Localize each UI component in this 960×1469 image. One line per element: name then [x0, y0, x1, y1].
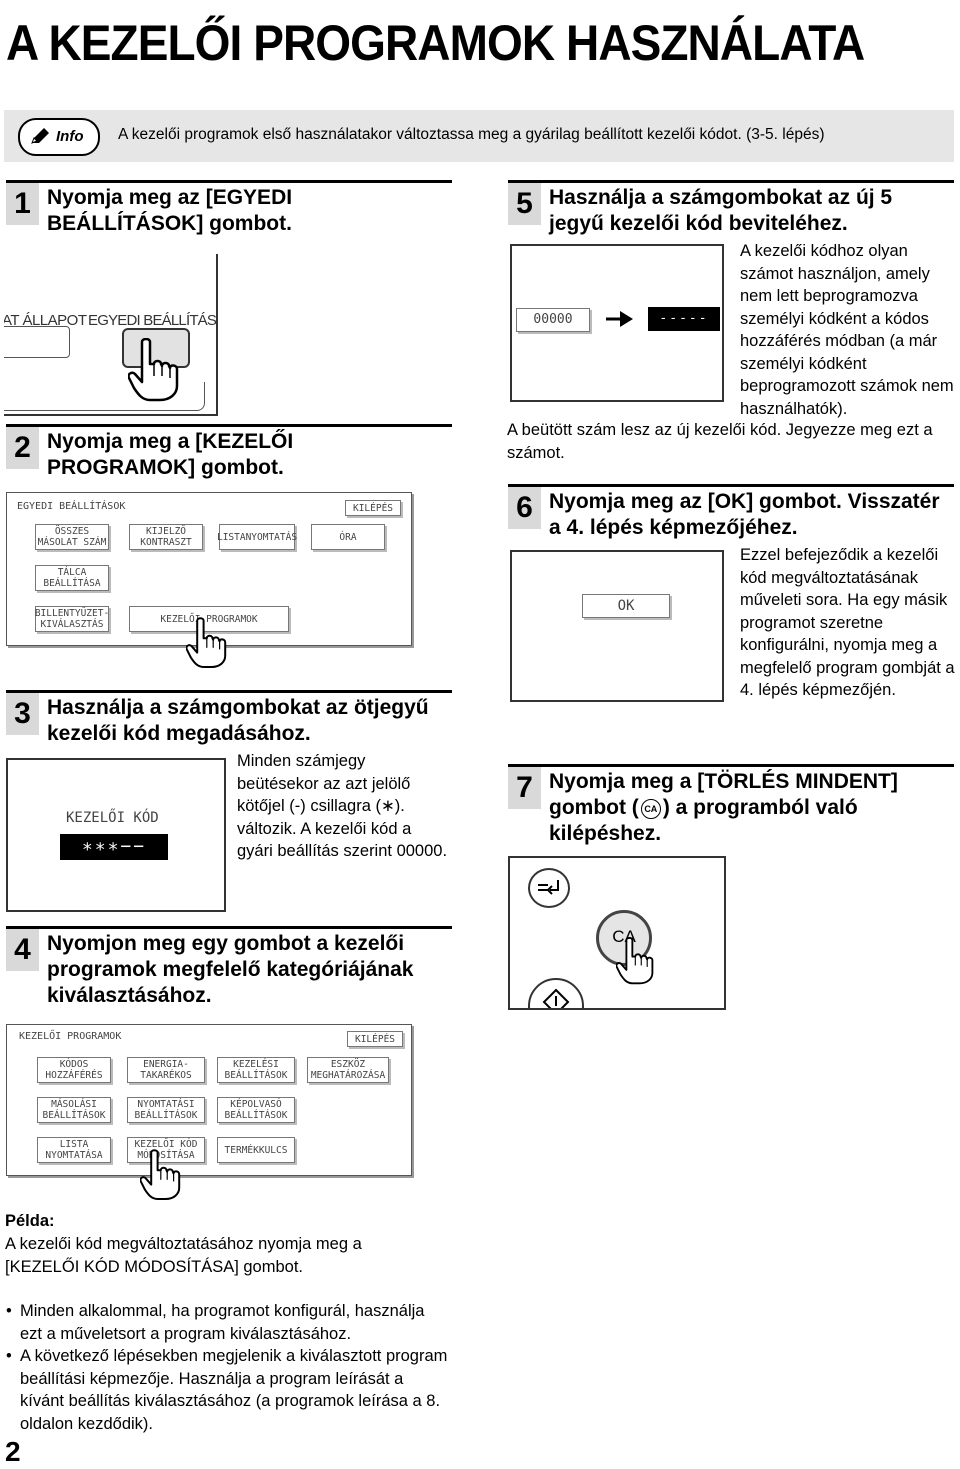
clear-all-icon: CA [640, 799, 661, 819]
page-title: A KEZELŐI PROGRAMOK HASZNÁLATA [6, 15, 865, 71]
step-title: Használja a számgombokat az új 5 jegyű k… [549, 186, 893, 235]
list-print-button[interactable]: LISTANYOMTATÁS [217, 524, 297, 550]
operator-code-label: KEZELŐI KÓD [66, 810, 159, 826]
info-label: Info [56, 128, 84, 145]
step-2: 2 Nyomja meg a [KEZELŐI PROGRAMOK] gombo… [6, 424, 452, 487]
step4-panel: KEZELŐI PROGRAMOK KILÉPÉS KÓDOS HOZZÁFÉR… [6, 1024, 412, 1176]
change-operator-code-button[interactable]: KEZELŐI KÓD MÓDOSÍTÁSA [127, 1137, 205, 1163]
step-title: Nyomja meg az [OK] gombot. Visszatér a 4… [549, 490, 940, 539]
key-operator-programs-button[interactable]: KEZELŐI PROGRAMOK [129, 606, 289, 632]
status-box [4, 326, 70, 358]
info-text: A kezelői programok első használatakor v… [118, 126, 825, 143]
step-number: 2 [6, 427, 39, 469]
code-display: ∗∗∗−− [60, 834, 168, 860]
step-number: 3 [6, 693, 39, 735]
step7-panel: CA [508, 856, 726, 1010]
step-number: 4 [6, 929, 39, 971]
hand-pointer-icon [140, 1149, 181, 1200]
step-1: 1 Nyomja meg az [EGYEDI BEÁLLÍTÁSOK] gom… [6, 180, 452, 243]
panel-title: KEZELŐI PROGRAMOK [19, 1031, 122, 1042]
hand-pointer-icon [186, 617, 227, 668]
operation-settings-button[interactable]: KEZELÉSI BEÁLLÍTÁSOK [217, 1057, 295, 1083]
clock-button[interactable]: ÓRA [311, 524, 385, 550]
interrupt-icon [538, 880, 559, 895]
list-print-button[interactable]: LISTA NYOMTATÁSA [37, 1137, 111, 1163]
step-7: 7 Nyomja meg a [TÖRLÉS MINDENT] gombot (… [508, 764, 954, 847]
step6-text: Ezzel befejeződik a kezelői kód megválto… [740, 546, 955, 699]
step5-text: A kezelői kódhoz olyan számot használjon… [740, 242, 954, 418]
note-item: A következő lépésekben megjelenik a kivá… [4, 1345, 450, 1435]
tab-status: AT ÁLLAPOT [4, 312, 87, 329]
arrow-right-icon [606, 311, 633, 327]
exit-button[interactable]: KILÉPÉS [345, 500, 401, 516]
step5-text-2: A beütött szám lesz az új kezelői kód. J… [507, 421, 933, 462]
pencil-icon [31, 128, 49, 144]
scanner-settings-button[interactable]: KÉPOLVASÓ BEÁLLÍTÁSOK [217, 1097, 295, 1123]
note-item: Minden alkalommal, ha programot konfigur… [4, 1300, 450, 1345]
ok-button[interactable]: OK [582, 594, 670, 618]
step3-panel: KEZELŐI KÓD ∗∗∗−− [6, 758, 226, 912]
copy-settings-button[interactable]: MÁSOLÁSI BEÁLLÍTÁSOK [37, 1097, 111, 1123]
code-access-button[interactable]: KÓDOS HOZZÁFÉRÉS [37, 1057, 111, 1083]
page-number: 2 [5, 1436, 21, 1467]
step-title: Nyomja meg a [KEZELŐI PROGRAMOK] gombot. [47, 430, 294, 479]
start-icon [542, 988, 570, 1008]
info-badge: Info [18, 118, 100, 156]
keyboard-select-button[interactable]: BILLENTYŰZET- KIVÁLASZTÁS [34, 606, 110, 632]
step-6: 6 Nyomja meg az [OK] gombot. Visszatér a… [508, 484, 954, 543]
hand-pointer-icon [128, 338, 179, 402]
start-key[interactable] [528, 978, 584, 1008]
step5-panel: 00000 ----- [510, 244, 724, 402]
print-settings-button[interactable]: NYOMTATÁSI BEÁLLÍTÁSOK [127, 1097, 205, 1123]
panel-title: EGYEDI BEÁLLÍTÁSOK [17, 501, 126, 512]
step-title: Nyomja meg a [TÖRLÉS MINDENT] gombot (CA… [549, 770, 898, 845]
product-key-button[interactable]: TERMÉKKULCS [217, 1137, 295, 1163]
step-number: 6 [508, 487, 541, 529]
notes-list: Minden alkalommal, ha programot konfigur… [4, 1300, 450, 1435]
energy-save-button[interactable]: ENERGIA- TAKARÉKOS [127, 1057, 205, 1083]
new-code-display: ----- [648, 307, 720, 331]
step-title: Nyomja meg az [EGYEDI BEÁLLÍTÁSOK] gombo… [47, 186, 293, 235]
panel-frame [4, 382, 205, 411]
old-code-field: 00000 [516, 308, 590, 332]
step-title: Használja a számgombokat az ötjegyű keze… [47, 696, 429, 745]
step-4: 4 Nyomjon meg egy gombot a kezelői progr… [6, 926, 452, 1009]
step-number: 1 [6, 183, 39, 225]
step2-panel: EGYEDI BEÁLLÍTÁSOK KILÉPÉS ÖSSZES MÁSOLA… [6, 492, 412, 646]
tab-custom-settings: EGYEDI BEÁLLÍTÁSOK [88, 312, 217, 329]
step6-panel: OK [510, 550, 724, 702]
step-number: 7 [508, 767, 541, 809]
step1-panel: AT ÁLLAPOT EGYEDI BEÁLLÍTÁSOK [4, 254, 218, 416]
step3-text: Minden számjegy beütésekor az azt jelölő… [237, 752, 448, 860]
total-copies-button[interactable]: ÖSSZES MÁSOLAT SZÁM [35, 524, 109, 550]
step-number: 5 [508, 183, 541, 225]
step-title: Nyomjon meg egy gombot a kezelői program… [47, 932, 414, 1007]
device-config-button[interactable]: ESZKÖZ MEGHATÁROZÁSA [307, 1057, 389, 1083]
step-5: 5 Használja a számgombokat az új 5 jegyű… [508, 180, 954, 239]
example-text: A kezelői kód megváltoztatásához nyomja … [5, 1235, 362, 1276]
exit-button[interactable]: KILÉPÉS [347, 1031, 403, 1047]
display-contrast-button[interactable]: KIJELZŐ KONTRASZT [129, 524, 203, 550]
tray-settings-button[interactable]: TÁLCA BEÁLLÍTÁSA [35, 565, 109, 591]
interrupt-key[interactable] [528, 868, 570, 908]
info-bar: Info A kezelői programok első használata… [4, 110, 954, 162]
example-label: Példa: [5, 1212, 55, 1230]
hand-pointer-icon [616, 937, 654, 985]
step-3: 3 Használja a számgombokat az ötjegyű ke… [6, 690, 452, 749]
